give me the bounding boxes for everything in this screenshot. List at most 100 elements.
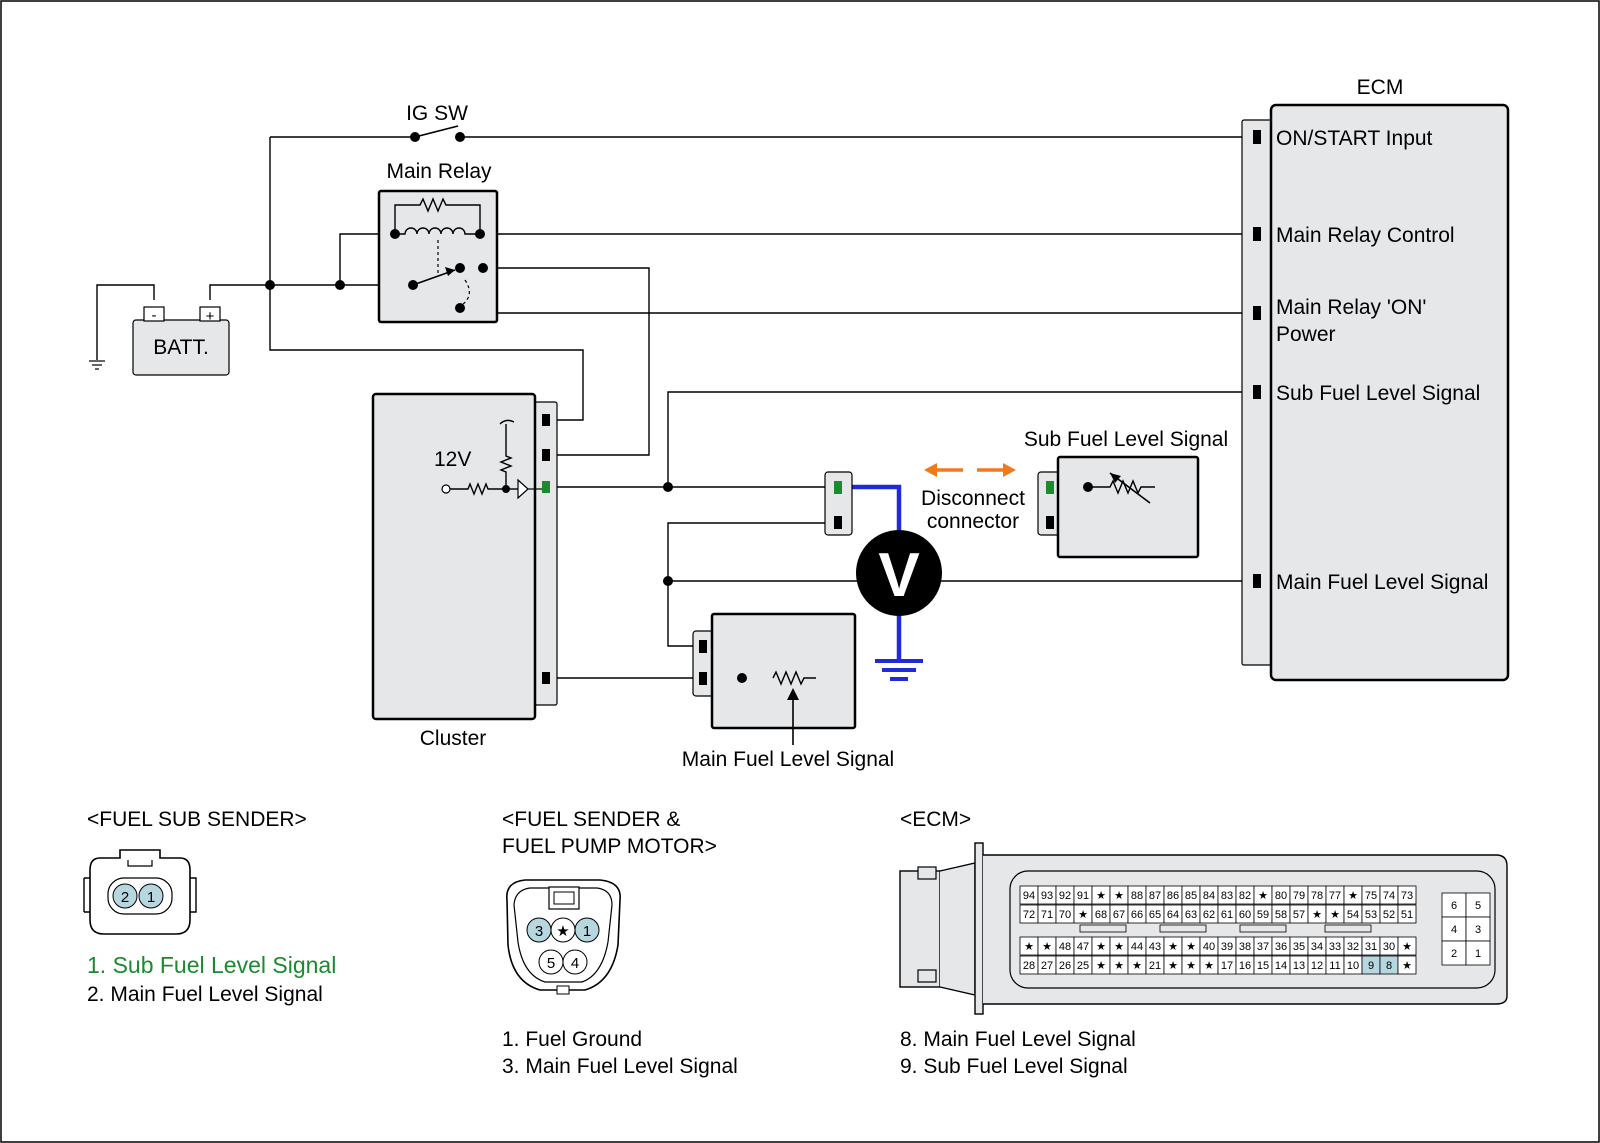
ecm-pin-label: 43 [1149, 941, 1161, 953]
ecm-pin-label: 88 [1131, 890, 1143, 902]
battery-plus-label: + [206, 308, 215, 325]
ecm-pin-label: 25 [1077, 960, 1089, 972]
ecm-pin-main-fuel: Main Fuel Level Signal [1276, 571, 1488, 594]
ecm-pin-label: 51 [1401, 909, 1413, 921]
ignition-switch: IG SW [406, 102, 468, 142]
ecm-pin-label: ★ [1132, 960, 1142, 972]
fuel-pump-connector-title-1: <FUEL SENDER & [502, 808, 680, 831]
ecm-pin-label: 32 [1347, 941, 1359, 953]
ecm-pin-label: 68 [1095, 909, 1107, 921]
ecm-side-pin-cell [1465, 892, 1491, 918]
ecm-pin-label: 58 [1275, 909, 1287, 921]
ecm-pin-cell [1397, 936, 1417, 956]
ecm-pin-label: 86 [1167, 890, 1179, 902]
ecm-pin-label: 54 [1347, 909, 1359, 921]
connector-fuel-sub-sender: <FUEL SUB SENDER> 2 1 1. Sub Fuel Level … [83, 808, 336, 1006]
ecm-pin-label: ★ [1402, 941, 1412, 953]
ecm-pin-label: 44 [1131, 941, 1143, 953]
ecm-pin-label: ★ [1348, 890, 1358, 902]
ecm-pin-label: 87 [1149, 890, 1161, 902]
ecm-pin-label: ★ [1186, 960, 1196, 972]
ecm-pin-label: 75 [1365, 890, 1377, 902]
connector-fuel-pump: <FUEL SENDER & FUEL PUMP MOTOR> 3 ★ 1 5 … [502, 808, 738, 1078]
cluster: Cluster 12V [371, 392, 558, 750]
ecm-pin-label: ★ [1096, 890, 1106, 902]
ecm-pin-label: ★ [1168, 960, 1178, 972]
ecm-pin-label: 17 [1221, 960, 1233, 972]
ecm-legend-2: 9. Sub Fuel Level Signal [900, 1055, 1128, 1078]
ecm-pin-label: 77 [1329, 890, 1341, 902]
ig-sw-label: IG SW [406, 102, 468, 125]
ecm-pin-label: 83 [1221, 890, 1233, 902]
ecm-pin-label: ★ [1114, 941, 1124, 953]
ecm-pin-label: 38 [1239, 941, 1251, 953]
fuel-pump-pin-1: 1 [583, 923, 591, 940]
ecm-pin-label: 13 [1293, 960, 1305, 972]
sub-sender-connector-title: <FUEL SUB SENDER> [87, 808, 307, 831]
ecm-side-pin-label: 1 [1475, 948, 1481, 960]
ecm-pin-label: 84 [1203, 890, 1215, 902]
ecm-pin-label: ★ [1078, 909, 1088, 921]
ecm-pin-label: 91 [1077, 890, 1089, 902]
sub-sender-pin-2: 2 [121, 889, 129, 906]
ecm-pin-label: 70 [1059, 909, 1071, 921]
ecm-side-pin-cell [1465, 940, 1491, 966]
ecm-pin-label: 60 [1239, 909, 1251, 921]
ecm-pin-label: ★ [1096, 960, 1106, 972]
main-sender-label: Main Fuel Level Signal [682, 748, 894, 771]
disconnect-arrows: Disconnect connector [921, 463, 1025, 533]
ecm-pin-label: 94 [1023, 890, 1035, 902]
ecm-pin-label: 27 [1041, 960, 1053, 972]
fuel-pump-pin-4: 4 [571, 955, 579, 972]
ecm-pin-cell [1397, 904, 1417, 924]
ecm-pin-label: 9 [1368, 960, 1374, 972]
ecm-side-pin-cell [1441, 892, 1467, 918]
ecm-pin-label: 78 [1311, 890, 1323, 902]
ecm-pin-label: ★ [1168, 941, 1178, 953]
ecm-pin-label: ★ [1114, 960, 1124, 972]
ecm-legend-1: 8. Main Fuel Level Signal [900, 1028, 1136, 1051]
fuel-pump-connector-title-2: FUEL PUMP MOTOR> [502, 835, 717, 858]
ecm-pin-label: 36 [1275, 941, 1287, 953]
cluster-label: Cluster [420, 727, 487, 750]
ecm-pin-label: 93 [1041, 890, 1053, 902]
ecm-pin-label: ★ [1330, 909, 1340, 921]
ecm-pin-label: 64 [1167, 909, 1179, 921]
ecm-pin-label: 85 [1185, 890, 1197, 902]
ecm-pin-label: 53 [1365, 909, 1377, 921]
ecm-pin-label: 33 [1329, 941, 1341, 953]
sub-sender-legend-2: 2. Main Fuel Level Signal [87, 983, 323, 1006]
fuel-pump-pin-star: ★ [556, 923, 569, 940]
ecm-pin-label: 73 [1401, 890, 1413, 902]
ecm-pin-label: 10 [1347, 960, 1359, 972]
ecm-pin-label: 59 [1257, 909, 1269, 921]
ecm-pin-label: ★ [1114, 890, 1124, 902]
ecm-pin-on-start: ON/START Input [1276, 127, 1433, 150]
ecm-pin-label: ★ [1042, 941, 1052, 953]
ecm-pin-label: 12 [1311, 960, 1323, 972]
disconnect-connector-harness [824, 471, 853, 536]
sub-sender-label: Sub Fuel Level Signal [1024, 428, 1228, 451]
ecm-pin-sub-fuel: Sub Fuel Level Signal [1276, 382, 1480, 405]
battery-label: BATT. [153, 336, 209, 359]
voltmeter: V [856, 530, 942, 616]
ecm-side-pin-label: 3 [1475, 924, 1481, 936]
ecm-pin-label: 48 [1059, 941, 1071, 953]
ecm-pin-label: 67 [1113, 909, 1125, 921]
main-relay-label: Main Relay [386, 160, 492, 183]
ecm-pin-label: ★ [1186, 941, 1196, 953]
voltmeter-symbol: V [878, 541, 919, 610]
ecm-side-pin-label: 2 [1451, 948, 1457, 960]
ecm-pin-label: 8 [1386, 960, 1392, 972]
ecm-side-pin-cell [1441, 940, 1467, 966]
sub-sender-legend-1: 1. Sub Fuel Level Signal [87, 952, 336, 978]
ecm-pin-label: 79 [1293, 890, 1305, 902]
ecm-pin-label: 15 [1257, 960, 1269, 972]
ecm-pin-label: 80 [1275, 890, 1287, 902]
ecm-pin-label: 65 [1149, 909, 1161, 921]
ecm-pin-cell [1397, 885, 1417, 905]
ecm-pin-label: ★ [1204, 960, 1214, 972]
